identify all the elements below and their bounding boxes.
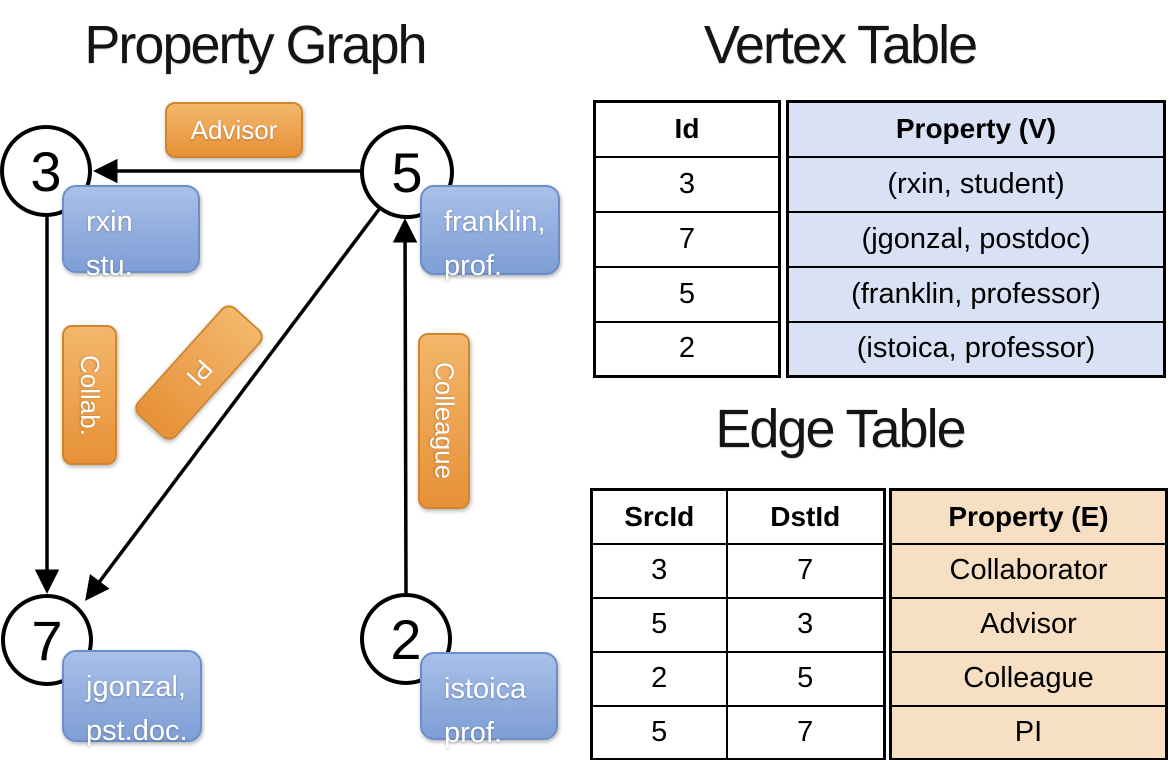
vertex-2-property-line1: istoica [444,673,527,705]
table-row: 3 7 [590,542,886,599]
vertex-3-property-card: rxin stu. [62,185,200,282]
vertex-table-property-cell: (istoica, professor) [786,320,1166,378]
edge-label-collab: Collab. [62,325,117,465]
edge-colleague-arrow-2-to-5 [392,218,418,596]
edge-label-advisor: Advisor [165,102,303,158]
edge-table-header-row: Property (E) [889,488,1168,545]
edge-table-property-cell: Colleague [889,650,1168,707]
table-row: 5 [593,265,781,323]
edge-table-property-cell: PI [889,704,1168,760]
table-row: (rxin, student) [786,155,1166,213]
edge-table-dstid-cell: 3 [725,596,886,653]
vertex-table-header-row: Property (V) [786,100,1166,158]
vertex-table-id-cell: 2 [593,320,781,378]
edge-table-dstid-cell: 7 [725,704,886,760]
edge-label-colleague-text: Colleague [429,362,460,480]
edge-table-srcid-cell: 5 [590,596,728,653]
edge-table-srcid-cell: 2 [590,650,728,707]
table-row: Collaborator [889,542,1168,599]
edge-table-srcid-cell: 3 [590,542,728,599]
table-row: 3 [593,155,781,213]
vertex-table-property-cell: (jgonzal, postdoc) [786,210,1166,268]
property-graph-title: Property Graph [84,15,427,75]
vertex-table-id-header: Id [593,100,781,158]
vertex-table-property-column: Property (V) (rxin, student) (jgonzal, p… [786,100,1166,378]
edge-table-dstid-cell: 5 [725,650,886,707]
edge-table-property-cell: Advisor [889,596,1168,653]
vertex-3-property-line1: rxin [86,206,133,238]
vertex-table-header-row: Id [593,100,781,158]
table-row: (franklin, professor) [786,265,1166,323]
edge-table-dstid-cell: 7 [725,542,886,599]
table-row: (jgonzal, postdoc) [786,210,1166,268]
edge-label-collab-text: Collab. [75,354,105,436]
vertex-7-property-line2: pst.doc. [86,715,188,747]
vertex-2-id: 2 [390,607,422,671]
edge-table-id-columns: SrcId DstId 3 7 5 3 2 5 5 7 [590,488,886,760]
edge-table-property-cell: Collaborator [889,542,1168,599]
vertex-table-property-cell: (rxin, student) [786,155,1166,213]
vertex-table-title: Vertex Table [703,15,978,75]
edge-table-header-row: SrcId DstId [590,488,886,545]
table-row: 5 7 [590,704,886,760]
vertex-3-property-line2: stu. [86,250,133,282]
edge-table-property-column: Property (E) Collaborator Advisor Collea… [889,488,1168,760]
edge-table-dstid-header: DstId [725,488,886,545]
edge-pi-arrow-5-to-7 [85,206,382,601]
edge-table-title: Edge Table [715,399,966,459]
vertex-7-property-line1: jgonzal, [86,671,186,703]
vertex-5-property-line2: prof. [444,250,503,282]
edge-label-pi-text: PI [180,353,219,392]
table-row: 7 [593,210,781,268]
table-row: Colleague [889,650,1168,707]
table-row: Advisor [889,596,1168,653]
vertex-2-property-card: istoica prof. [420,652,558,749]
edge-table-srcid-cell: 5 [590,704,728,760]
vertex-7-property-card: jgonzal, pst.doc. [62,650,202,747]
edge-label-colleague: Colleague [418,333,470,509]
table-row: 5 3 [590,596,886,653]
table-row: (istoica, professor) [786,320,1166,378]
vertex-5-id: 5 [391,140,423,204]
edge-table-srcid-header: SrcId [590,488,728,545]
vertex-5-property-line1: franklin, [444,206,546,238]
vertex-table-id-cell: 7 [593,210,781,268]
table-row: 2 5 [590,650,886,707]
vertex-table-property-header: Property (V) [786,100,1166,158]
vertex-table-property-cell: (franklin, professor) [786,265,1166,323]
vertex-2-property-line2: prof. [444,717,503,749]
edge-label-advisor-text: Advisor [190,114,278,145]
table-row: 2 [593,320,781,378]
vertex-table-id-cell: 5 [593,265,781,323]
vertex-7-id: 7 [31,608,63,672]
vertex-table-id-column: Id 3 7 5 2 [593,100,781,378]
table-row: PI [889,704,1168,760]
vertex-5-property-card: franklin, prof. [420,185,560,282]
vertex-3-id: 3 [30,139,62,203]
vertex-table-id-cell: 3 [593,155,781,213]
edge-table-property-header: Property (E) [889,488,1168,545]
